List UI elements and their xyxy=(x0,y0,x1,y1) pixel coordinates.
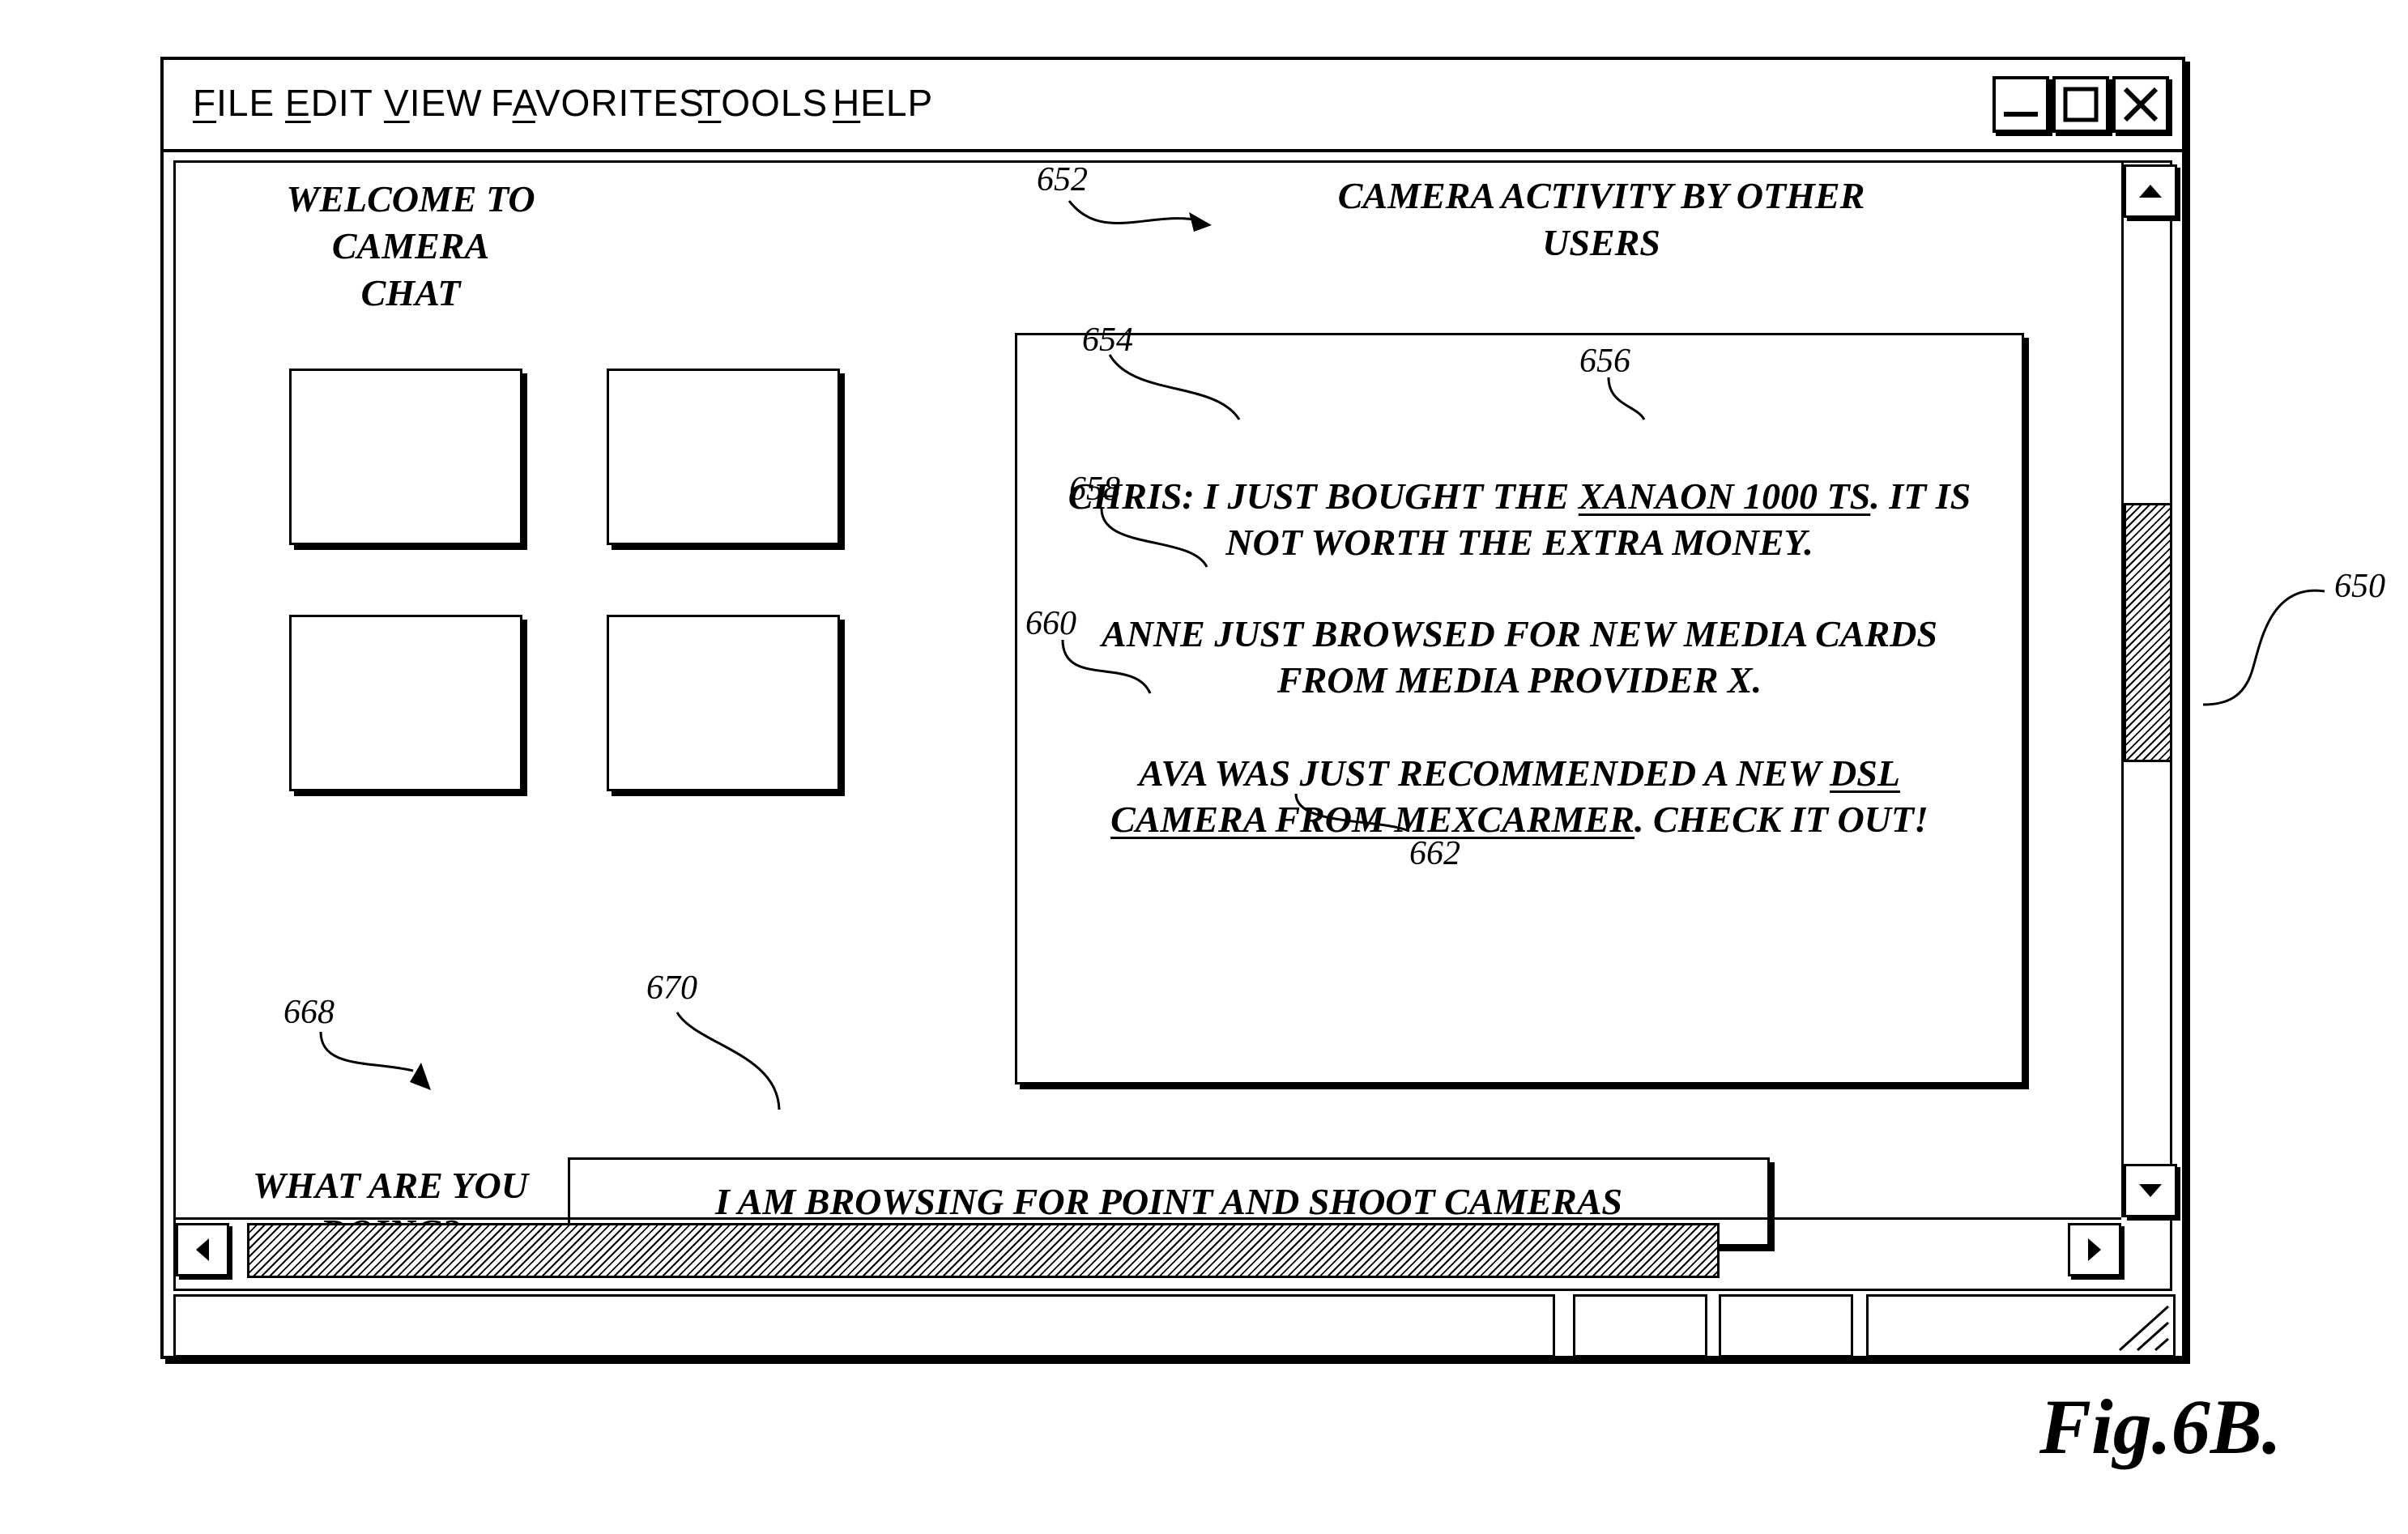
ref-670: 670 xyxy=(646,969,697,1008)
ref-652: 652 xyxy=(1037,160,1088,199)
ref-658: 658 xyxy=(1069,470,1120,509)
ref-662: 662 xyxy=(1409,834,1460,873)
ref-654: 654 xyxy=(1082,321,1133,360)
figure-label: Fig.6B. xyxy=(2039,1382,2282,1472)
ref-668: 668 xyxy=(283,993,335,1032)
ref-656: 656 xyxy=(1579,342,1630,381)
ref-660: 660 xyxy=(1025,604,1076,643)
ref-650: 650 xyxy=(2334,567,2385,606)
